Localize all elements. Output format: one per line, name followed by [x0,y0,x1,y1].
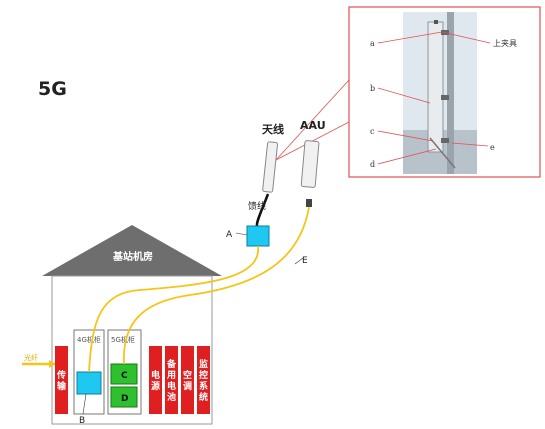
ac-box [181,346,194,414]
monitor-label: 监控系统 [199,358,208,403]
inset-line-c [377,130,434,142]
inset-clamp-lower [441,138,449,143]
feeder-label: 馈线 [248,200,266,212]
inset-line-e [451,142,489,147]
power-box [149,346,162,414]
label-b-pointer [82,393,87,415]
backup-battery-label: 备用电池 [166,358,177,403]
fiber-rru-to-bbu-4g [88,245,259,373]
label-a: A [226,230,233,240]
box-c-label: C [121,371,128,381]
cabinet-4g-label: 4G机柜 [77,335,101,344]
bbu-5g-d [110,386,138,408]
inset-panel: a b c d e 上夹具 [348,6,541,178]
incoming-fiber-label: 光纤 [24,353,38,362]
aau-5g [300,140,320,188]
inset-label-upper-clamp: 上夹具 [493,38,517,48]
inset-line-b [377,87,431,104]
inset-antenna-top [434,20,438,24]
power-label: 电源 [151,369,160,392]
ac-label: 空调 [183,369,192,392]
inset-label-d: d [370,160,375,169]
transmission-label: 传输 [56,369,67,392]
incoming-fiber-arrow [49,360,55,368]
inset-line-a [377,31,443,44]
monitor-box [197,346,210,414]
label-e: E [302,256,308,266]
inset-label-e: e [490,143,495,152]
antenna-panel [262,141,278,193]
room-roof [42,225,222,276]
rru-box-a [246,225,270,247]
feeder-cable [255,193,270,227]
box-d-label: D [121,394,128,404]
inset-line-upper [441,31,491,44]
inset-antenna [427,21,444,153]
transmission-box [55,346,68,414]
aau-connector [306,199,312,207]
title-5g: 5G [38,78,67,100]
inset-clamp-middle [441,95,449,100]
backup-battery-box [165,346,178,414]
bbu-4g [76,371,102,395]
label-e-pointer [294,257,304,265]
label-b: B [79,416,85,426]
aau-panel [300,140,320,188]
inset-line-d [377,148,437,165]
cabinet-5g-label: 5G机柜 [111,335,135,344]
inset-label-a: a [370,39,375,48]
room-label: 基站机房 [112,250,153,263]
aau-label: AAU [300,119,326,132]
fiber-aau-to-bbu-5g [123,206,310,365]
inset-bracket [429,137,456,169]
antenna-4g [262,141,278,193]
inset-label-c: c [370,127,375,136]
callout-line-upper [275,79,350,161]
antenna-label: 天线 [262,122,284,136]
label-a-pointer [235,232,248,236]
inset-pole [447,12,454,174]
inset-label-b: b [370,84,375,93]
